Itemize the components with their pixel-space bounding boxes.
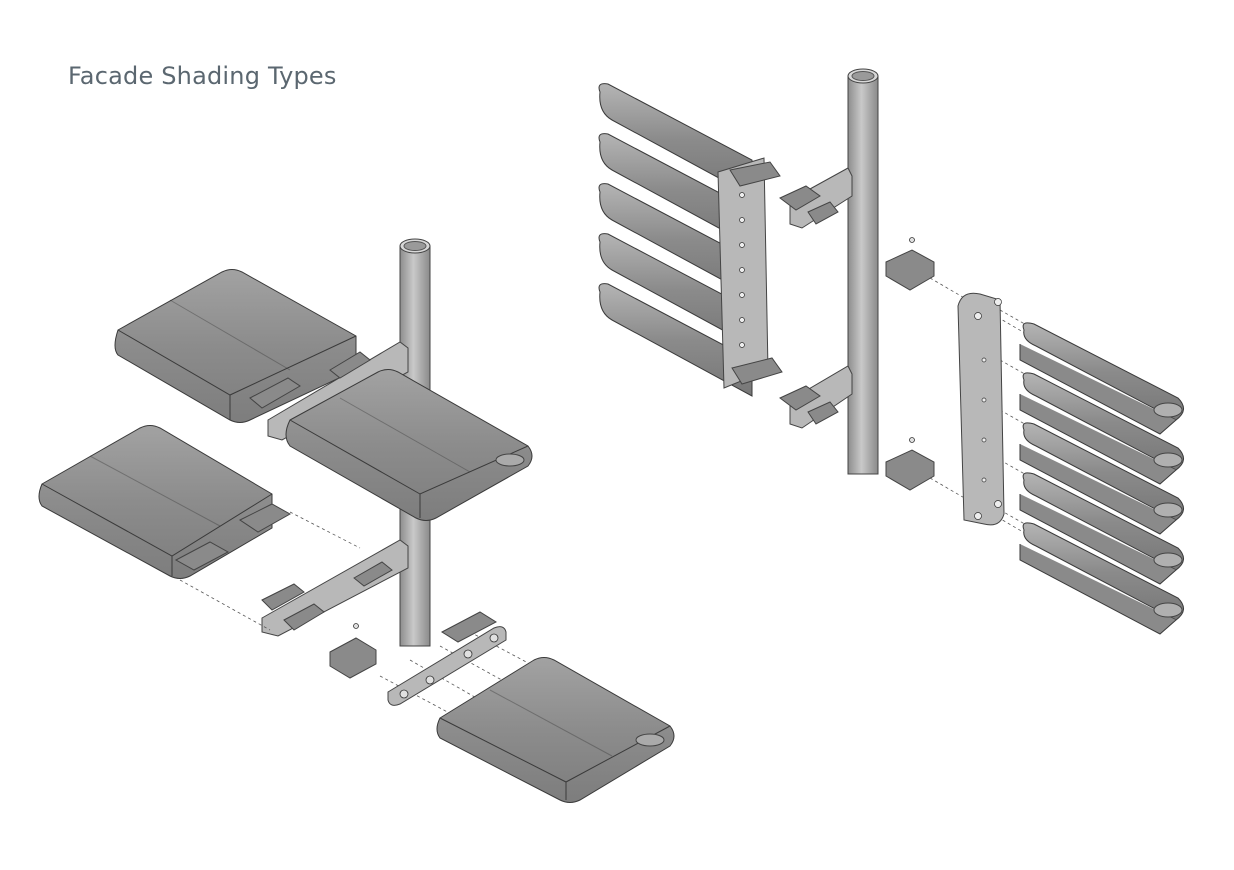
horizontal-shading-assembly: [38, 238, 675, 803]
lower-bracket-left: [261, 539, 409, 637]
vertical-pole-right: [847, 68, 879, 475]
horizontal-slat-lower-right: [436, 657, 675, 803]
mounting-clip-right-upper: [885, 237, 935, 291]
connector-plate-left: [387, 611, 507, 706]
page-title: Facade Shading Types: [68, 62, 337, 90]
lower-bracket-right: [779, 365, 853, 429]
assembly-guide-lines-right: [929, 277, 1061, 545]
louver-stack-left: [598, 83, 783, 397]
horizontal-slat-lower-left: [38, 425, 292, 579]
upper-bracket-right: [779, 167, 853, 229]
horizontal-slat-upper-right: [285, 369, 533, 521]
connector-plate-right: [957, 292, 1005, 526]
mounting-clip-right-lower: [885, 437, 935, 491]
louver-stack-right: [1019, 322, 1184, 635]
vertical-louver-assembly: [598, 68, 1184, 635]
mounting-clip-left: [329, 623, 377, 679]
